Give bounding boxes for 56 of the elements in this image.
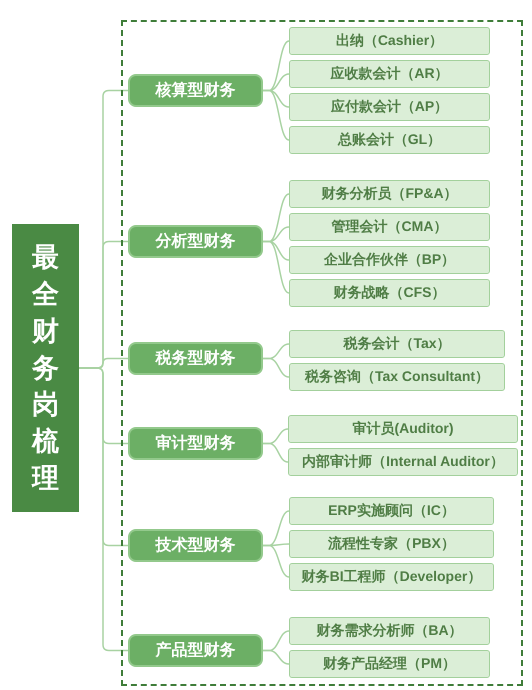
role-label: 总账会计（GL）: [338, 131, 442, 149]
role-label: 财务分析员（FP&A）: [321, 185, 458, 203]
role-label: 税务会计（Tax）: [343, 335, 451, 353]
role-box: [289, 180, 490, 208]
category-box: [128, 634, 263, 667]
role-label: 流程性专家（PBX）: [328, 535, 455, 553]
root-box: [12, 224, 79, 512]
role-box: [289, 60, 490, 88]
category-box: [128, 74, 263, 107]
role-box: [289, 213, 490, 241]
role-box: [288, 448, 518, 476]
role-box: [289, 27, 490, 55]
role-box: [289, 93, 490, 121]
role-label: 财务战略（CFS）: [334, 284, 446, 302]
connector-line: [263, 442, 288, 463]
role-box: [289, 126, 490, 154]
role-box: [289, 363, 505, 391]
role-label: 应收款会计（AR）: [330, 65, 449, 83]
root-title: 最全财务岗梳理: [32, 241, 59, 495]
role-label: 企业合作伙伴（BP）: [324, 251, 456, 269]
role-label: 出纳（Cashier）: [336, 32, 444, 50]
role-box: [289, 650, 490, 678]
role-box: [289, 279, 490, 307]
role-label: 审计员(Auditor): [352, 420, 454, 438]
role-box: [289, 497, 494, 525]
role-label: 财务需求分析师（BA）: [316, 622, 463, 640]
role-label: 应付款会计（AP）: [330, 98, 448, 116]
role-label: 管理会计（CMA）: [332, 218, 448, 236]
role-label: 财务产品经理（PM）: [323, 655, 456, 673]
category-box: [128, 427, 263, 460]
connector-line: [263, 650, 290, 665]
connector-line: [263, 90, 290, 141]
category-label: 分析型财务: [156, 232, 236, 252]
category-label: 税务型财务: [156, 348, 236, 369]
connector-line: [263, 240, 290, 294]
category-label: 产品型财务: [156, 640, 236, 661]
category-label: 技术型财务: [156, 536, 236, 556]
category-label: 审计型财务: [156, 433, 236, 454]
role-box: [288, 415, 518, 443]
category-box: [128, 529, 263, 562]
category-box: [128, 225, 263, 258]
role-box: [289, 330, 505, 358]
category-box: [128, 342, 263, 375]
role-label: 财务BI工程师（Developer）: [302, 568, 482, 586]
role-label: 税务咨询（Tax Consultant）: [304, 368, 490, 386]
role-box: [289, 563, 494, 591]
role-label: 内部审计师（Internal Auditor）: [302, 453, 504, 471]
connector-line: [263, 544, 290, 578]
dashed-frame: [121, 20, 523, 686]
category-label: 核算型财务: [156, 80, 236, 101]
connector-line: [79, 367, 128, 652]
connector-line: [263, 358, 290, 378]
role-label: ERP实施顾问（IC）: [328, 502, 455, 520]
role-box: [289, 246, 490, 274]
role-box: [289, 617, 490, 645]
role-box: [289, 530, 494, 558]
